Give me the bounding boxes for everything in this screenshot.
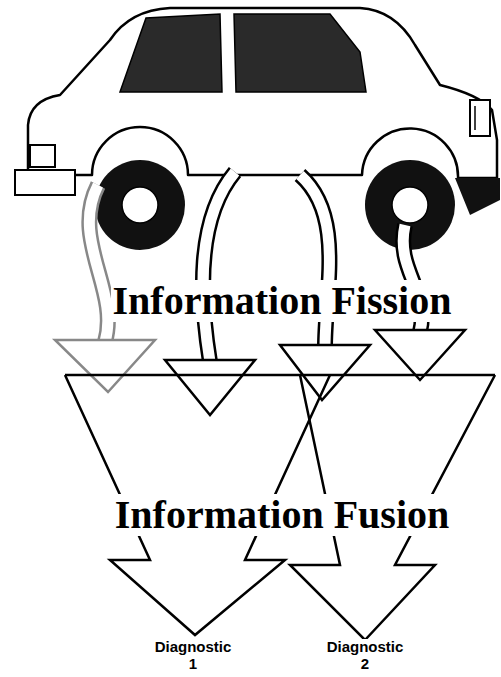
- arrow-head: [280, 345, 370, 400]
- process-title: Information Fusion: [113, 494, 452, 536]
- car-wheel: [95, 160, 185, 250]
- output-label: Diagnostic 2: [327, 639, 404, 672]
- arrow-shaft-outline: [203, 172, 235, 362]
- output-label: Diagnostic 1: [155, 639, 232, 672]
- arrow-head: [165, 360, 255, 415]
- fusion-top-line: [65, 374, 495, 377]
- arrow-shaft-outline: [89, 185, 108, 342]
- car-body: [28, 8, 497, 178]
- car-hub: [122, 187, 158, 223]
- car-hub: [392, 187, 428, 223]
- arrow-head: [375, 330, 465, 380]
- car-window: [234, 14, 366, 92]
- car-light: [470, 100, 490, 136]
- car-light: [30, 145, 55, 167]
- arrow-shaft: [89, 185, 108, 342]
- process-title: Information Fission: [111, 280, 454, 322]
- car-bumper: [455, 178, 500, 215]
- arrow-shaft: [203, 172, 235, 362]
- car-bumper: [15, 170, 75, 195]
- car-light-line: [474, 106, 476, 130]
- car-window: [120, 14, 222, 92]
